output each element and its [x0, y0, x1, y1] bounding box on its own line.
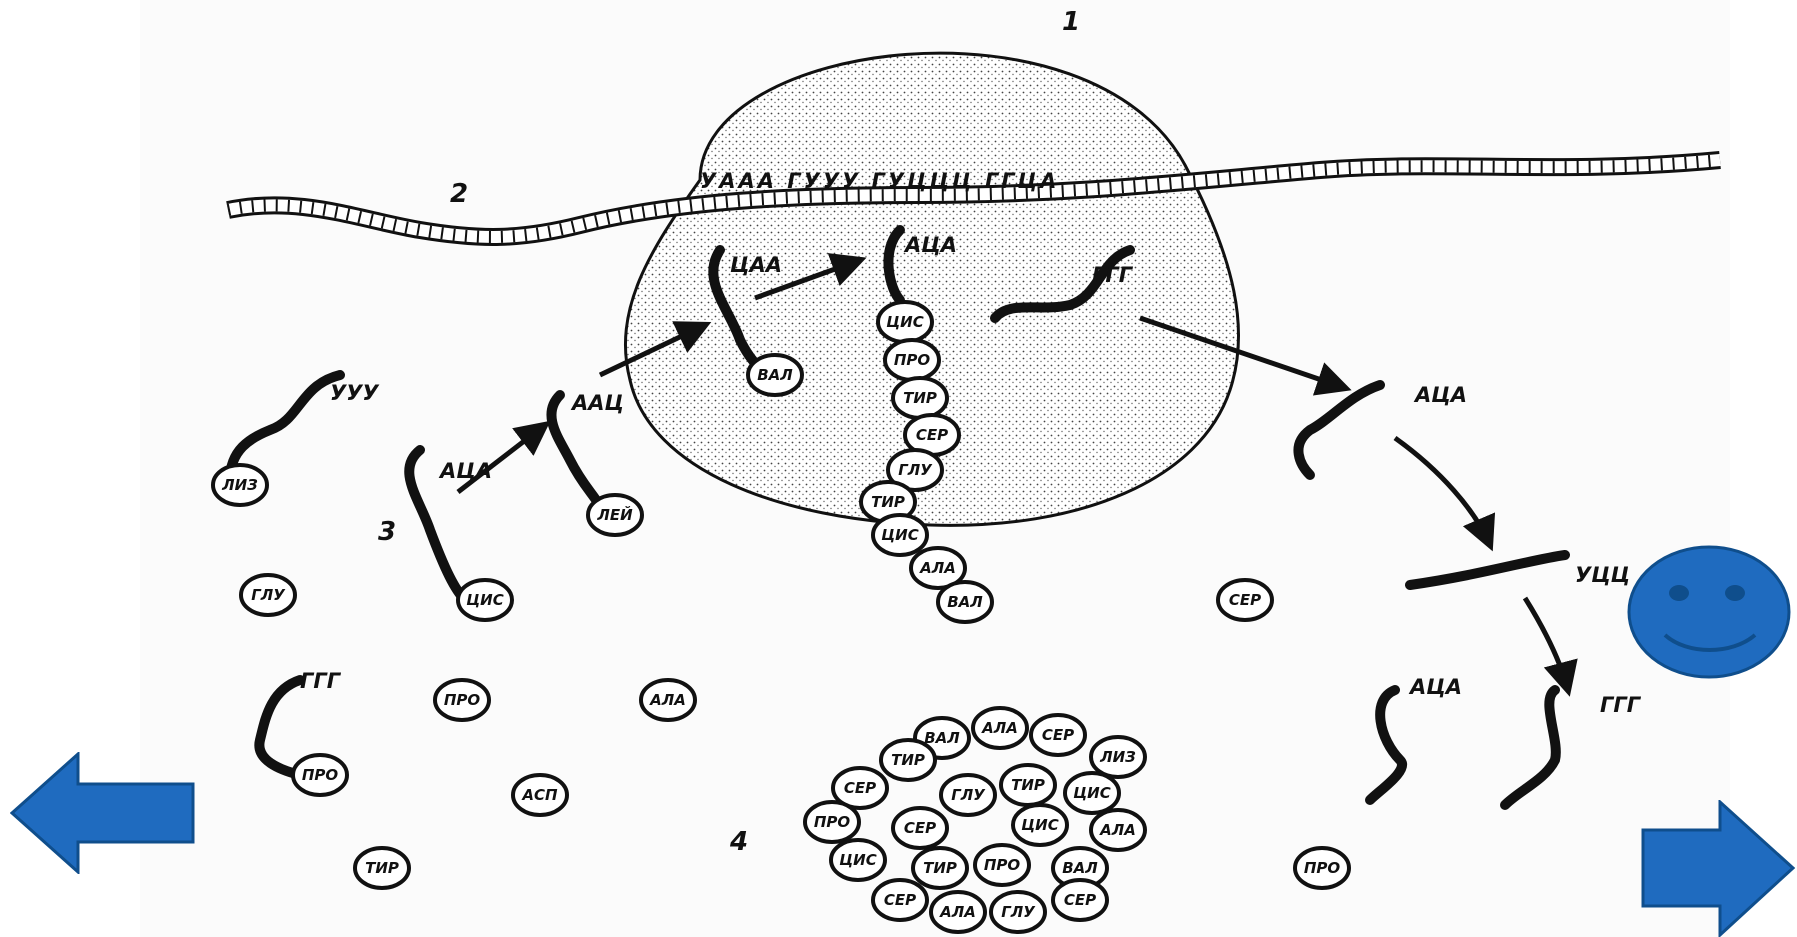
codon-aca-chain: АЦА — [903, 233, 957, 257]
arrow-left-icon[interactable] — [10, 752, 195, 874]
amino-acid-label: ГЛУ — [898, 461, 933, 479]
label-trna: 3 — [378, 517, 396, 547]
amino-acid-label: ПРО — [1304, 859, 1341, 877]
amino-acid-label: СЕР — [884, 891, 916, 909]
amino-acid-label: ВАЛ — [947, 593, 983, 611]
amino-acid-label: ЦИС — [881, 526, 918, 544]
amino-acid-label: ЦИС — [839, 851, 876, 869]
amino-acid-label: ПРО — [302, 766, 339, 784]
amino-acid-label: ТИР — [1011, 776, 1045, 794]
amino-acid-label: АЛА — [939, 903, 976, 921]
smiley-icon — [1627, 545, 1792, 680]
amino-acid-label: СЕР — [1229, 591, 1261, 609]
amino-acid-label: ПРО — [894, 351, 931, 369]
amino-acid-label: ТИР — [891, 751, 925, 769]
amino-acid-label: АЛА — [649, 691, 686, 709]
amino-acid-label: ВАЛ — [924, 729, 960, 747]
arrow-right-icon[interactable] — [1640, 800, 1795, 937]
label-protein: 4 — [729, 827, 748, 857]
amino-acid-label: СЕР — [1064, 891, 1096, 909]
label-ribosome: 1 — [1062, 7, 1080, 37]
amino-acid-label: ЛИЗ — [1099, 748, 1136, 766]
label-mrna: 2 — [450, 179, 468, 209]
amino-acid-label: ГЛУ — [251, 586, 286, 604]
codon-acu: АЦА — [438, 459, 492, 483]
amino-acid-label: АСП — [521, 786, 558, 804]
amino-acid-label: ЦИС — [886, 313, 923, 331]
codon-ggg-lower: ГГГ — [1600, 693, 1642, 717]
amino-acid-label: ГЛУ — [1001, 903, 1036, 921]
amino-acid-label: ТИР — [903, 389, 937, 407]
codon-ucc: УЦЦ — [1575, 563, 1630, 587]
amino-acid-label: ТИР — [365, 859, 399, 877]
codon-uuu: УУУ — [330, 381, 380, 405]
amino-acid-label: СЕР — [916, 426, 948, 444]
codon-caa: ЦАА — [730, 253, 782, 277]
mrna-sequence: УААА ГУУУ ГУЦЦЦ ГГЦА — [700, 169, 1059, 193]
amino-acid-label: СЕР — [904, 819, 936, 837]
amino-acid-label: АЛА — [1099, 821, 1136, 839]
amino-acid-label: СЕР — [1042, 726, 1074, 744]
codon-ggg-left: ГГГ — [300, 669, 342, 693]
codon-aca-lower: АЦА — [1408, 675, 1462, 699]
amino-acid-label: ПРО — [814, 813, 851, 831]
amino-acid-label: ПРО — [444, 691, 481, 709]
amino-acid-label: ВАЛ — [757, 366, 793, 384]
amino-acid-label: ЦИС — [1021, 816, 1058, 834]
amino-acid-label: ТИР — [871, 493, 905, 511]
amino-acid-label: АЛА — [981, 719, 1018, 737]
amino-acid-label: ЛЕЙ — [596, 505, 633, 524]
amino-acid-label: АЛА — [919, 559, 956, 577]
amino-acid-label: ЦИС — [1073, 784, 1110, 802]
codon-aac: ААЦ — [570, 391, 624, 415]
codon-ggg-top: ГГГ — [1092, 263, 1134, 287]
codon-aca-right: АЦА — [1413, 383, 1467, 407]
amino-acid-label: ВАЛ — [1062, 859, 1098, 877]
amino-acid-label: СЕР — [844, 779, 876, 797]
amino-acid-label: ЛИЗ — [221, 476, 258, 494]
amino-acid-label: ЦИС — [466, 591, 503, 609]
amino-acid-label: ПРО — [984, 856, 1021, 874]
amino-acid-label: ТИР — [923, 859, 957, 877]
amino-acid-label: ГЛУ — [951, 786, 986, 804]
